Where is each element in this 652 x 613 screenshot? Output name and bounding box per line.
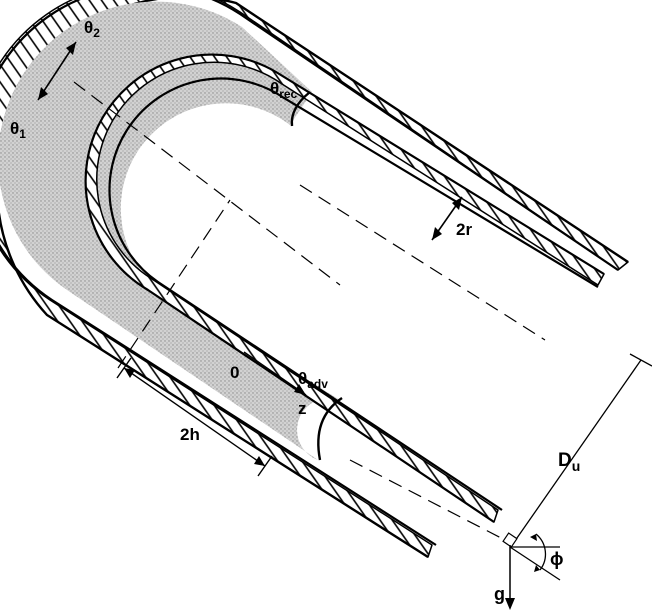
bend-center-line [73, 81, 341, 286]
tilt-angle-arrow-top [530, 534, 537, 541]
origin-label: 0 [230, 363, 239, 382]
liquid-slug [0, 1, 340, 460]
height-dimension-tick [629, 353, 652, 367]
inner-wall-outer-edge [84, 53, 605, 523]
inner-wall-inner-edge [108, 77, 599, 511]
tilt-reference-line [509, 546, 561, 581]
outer-wall-inner-edge [0, 0, 619, 546]
two-h-label: 2h [180, 425, 200, 444]
theta2-label: θ2 [84, 18, 100, 40]
tilt-angle-arrow-bottom [534, 565, 540, 572]
z-axis-line [243, 351, 307, 396]
slug-length-dimension-line [123, 367, 266, 467]
theta-rec-label: θrec [270, 79, 298, 101]
receding-meniscus [290, 91, 311, 127]
inner-tube-wall [84, 53, 605, 523]
reference-point-marker [502, 532, 518, 548]
upper-leg-axis [299, 184, 546, 341]
tilt-angle-arc [535, 533, 547, 571]
theta1-label: θ1 [10, 119, 26, 141]
phi-label: ϕ [550, 549, 564, 569]
height-dimension-line [509, 359, 642, 549]
theta-adv-label: θadv [298, 369, 328, 391]
z-label: z [298, 399, 307, 418]
theta1-arrowhead [38, 87, 48, 100]
gravity-arrowhead [505, 598, 515, 610]
two-r-label: 2r [456, 220, 472, 239]
radius-arrow-top [452, 197, 462, 210]
radius-arrow-bottom [432, 227, 442, 240]
slug-length-arrow-end [254, 456, 265, 466]
lower-leg-axis [349, 459, 506, 541]
slug-length-arrow-start [124, 368, 135, 378]
gravity-label: g [494, 584, 505, 604]
d-u-label: Du [558, 450, 580, 474]
bend-diameter-line [117, 199, 231, 369]
advancing-meniscus [317, 397, 343, 461]
theta2-arrowhead [66, 42, 76, 55]
z-axis-arrowhead [294, 384, 306, 395]
